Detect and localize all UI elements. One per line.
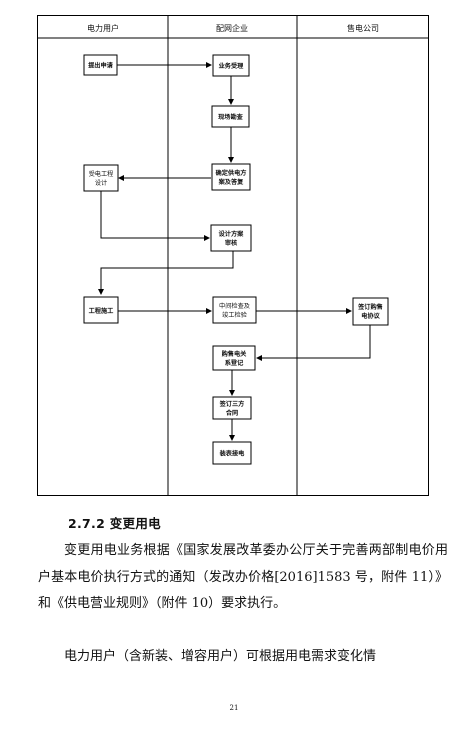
svg-text:装表接电: 装表接电 (219, 450, 246, 458)
box-plan: 确定供电方 案及答复 (211, 163, 251, 191)
svg-text:签订三方: 签订三方 (219, 400, 245, 408)
section-heading: 2.7.2 变更用电 (68, 516, 161, 531)
box-survey: 现场勘查 (211, 105, 250, 128)
box-accept: 业务受理 (212, 54, 250, 77)
svg-text:审核: 审核 (225, 239, 238, 247)
box-apply: 提出申请 (83, 54, 118, 76)
arrow-contract-to-register (256, 325, 371, 361)
box-tripartite: 签订三方 合同 (212, 396, 252, 420)
svg-text:业务受理: 业务受理 (219, 62, 245, 70)
svg-text:确定供电方: 确定供电方 (216, 169, 247, 177)
box-inspect: 中间检查及 竣工检验 (212, 296, 257, 324)
lane-title-grid: 配网企业 (216, 23, 248, 33)
body-paragraph: 电力用户（含新装、增容用户）可根据用电需求变化情 (64, 649, 377, 664)
svg-text:购售电关: 购售电关 (222, 350, 248, 358)
box-contract-sale: 签订购售 电协议 (352, 297, 389, 326)
box-review: 设计方案 审核 (210, 224, 252, 252)
page-number: 21 (229, 704, 239, 712)
svg-text:电协议: 电协议 (361, 312, 380, 320)
box-construct: 工程施工 (83, 296, 119, 324)
svg-text:工程施工: 工程施工 (89, 307, 115, 315)
lane-title-user: 电力用户 (87, 23, 119, 33)
body-paragraph: 变更用电业务根据《国家发展改革委办公厅关于完善两部制电价用户基本电价执行方式的通… (38, 543, 448, 611)
svg-text:设计方案: 设计方案 (219, 230, 245, 238)
svg-text:中间检查及: 中间检查及 (219, 302, 250, 310)
arrow-design-to-review (100, 191, 210, 241)
arrow-review-to-construct (98, 251, 234, 295)
svg-text:合同: 合同 (226, 409, 238, 417)
box-connect: 装表接电 (212, 441, 252, 465)
svg-text:系登记: 系登记 (225, 359, 244, 367)
svg-text:设计: 设计 (95, 179, 107, 187)
svg-text:案及答复: 案及答复 (218, 178, 245, 186)
lane-title-retailer: 售电公司 (347, 23, 379, 33)
svg-text:受电工程: 受电工程 (89, 170, 114, 178)
svg-text:现场勘查: 现场勘查 (218, 113, 244, 121)
box-design: 受电工程 设计 (83, 164, 119, 192)
diagram-frame (37, 15, 429, 496)
svg-text:签订购售: 签订购售 (357, 303, 383, 311)
box-register: 购售电关 系登记 (212, 345, 256, 371)
svg-text:竣工检验: 竣工检验 (222, 311, 248, 319)
svg-text:提出申请: 提出申请 (88, 62, 114, 70)
flowchart-diagram: 电力用户 配网企业 售电公司 提出申请 业务受理 现场勘查 确定供电方 案及答复… (37, 15, 429, 496)
